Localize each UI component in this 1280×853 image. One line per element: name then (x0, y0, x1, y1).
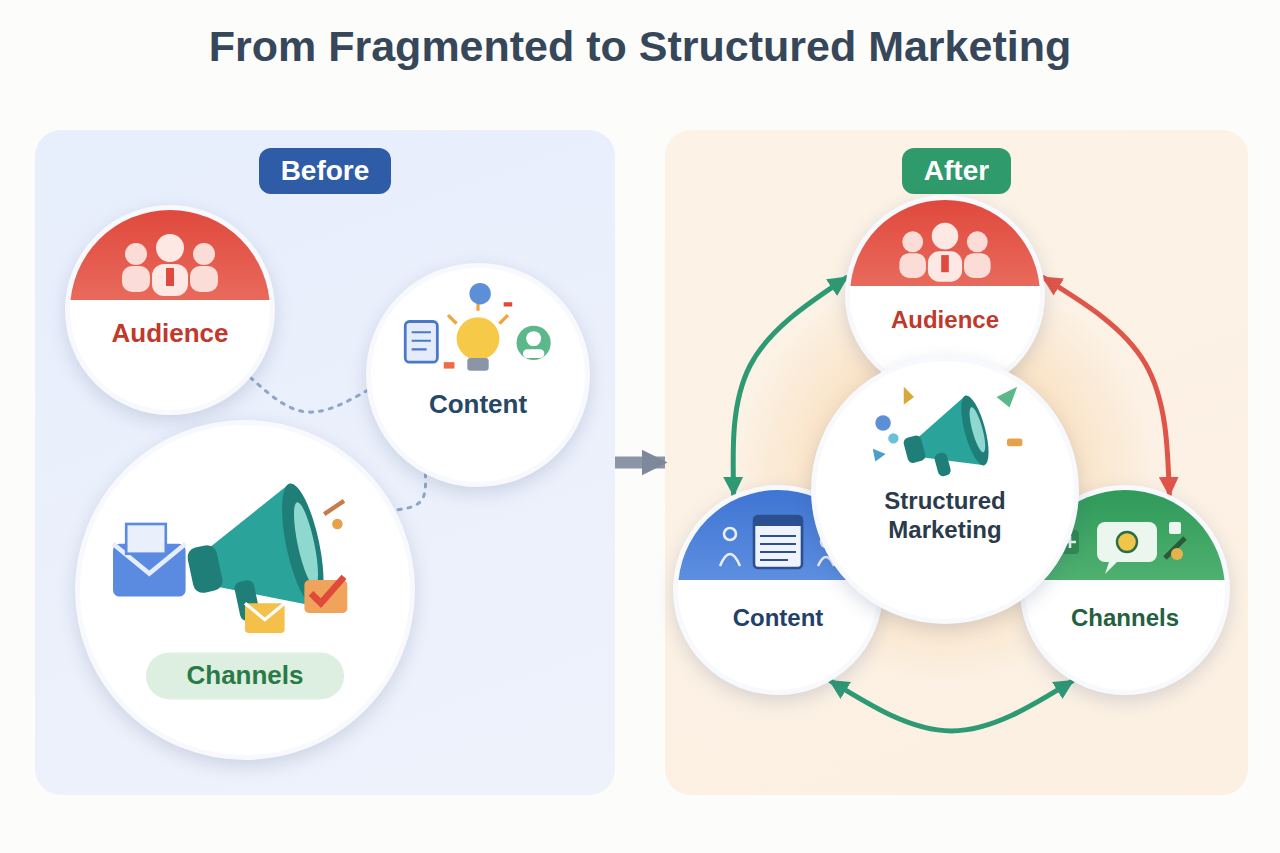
transition-arrow (615, 457, 665, 469)
panel-heading: After (665, 148, 1248, 194)
topic-label: Audience (111, 318, 228, 349)
topic-label: Channels (146, 652, 343, 699)
panel-label: After (902, 148, 1011, 194)
label-holder: Structured Marketing (837, 487, 1054, 545)
panel-label: Before (259, 148, 392, 194)
label-holder: Audience (86, 318, 254, 349)
topic-label: Content (733, 604, 824, 633)
label-holder: Channels (1041, 604, 1209, 633)
topic-icon (371, 268, 585, 482)
label-holder: Audience (865, 305, 1025, 334)
topic-circle: Structured Marketing (811, 356, 1079, 624)
panel-heading: Before (35, 148, 615, 194)
topic-icon (80, 425, 410, 755)
topic-label: Structured Marketing (837, 487, 1054, 545)
topic-circle: Content (366, 263, 590, 487)
topic-label: Audience (891, 305, 999, 334)
stage-panel: BeforeAudienceContentChannels (35, 130, 615, 795)
topic-label: Content (429, 389, 527, 420)
topic-icon (70, 210, 270, 410)
topic-label: Channels (1071, 604, 1179, 633)
topic-circle: Audience (65, 205, 275, 415)
topic-circle: Channels (75, 420, 415, 760)
label-holder: Content (694, 604, 862, 633)
stage-panel: AfterAudienceStructured MarketingContent… (665, 130, 1248, 795)
diagram-title: From Fragmented to Structured Marketing (0, 22, 1280, 71)
label-holder: Content (388, 389, 568, 420)
label-holder: Channels (106, 652, 383, 699)
